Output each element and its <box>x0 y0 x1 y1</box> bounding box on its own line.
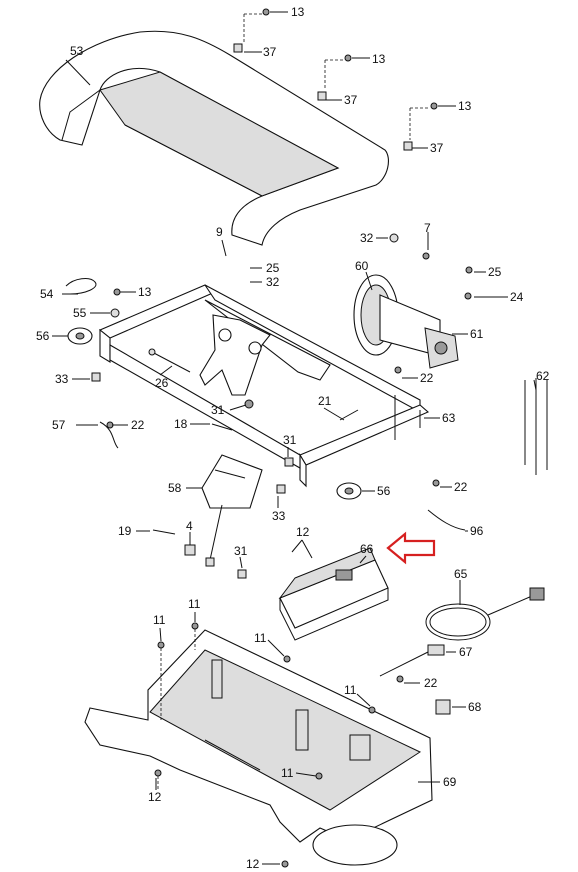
power-cord-part-65 <box>425 587 545 641</box>
leader-lines <box>52 11 537 865</box>
callout-label: 22 <box>131 418 145 432</box>
callout-label: 37 <box>344 93 358 107</box>
callout-label: 25 <box>266 261 280 275</box>
callout-label: 32 <box>360 231 374 245</box>
callout-label: 19 <box>118 524 132 538</box>
callout-label: 11 <box>344 683 357 697</box>
callout-label: 24 <box>510 290 524 304</box>
hood-fasteners <box>233 8 438 151</box>
callout-label: 58 <box>168 481 182 495</box>
callout-label: 31 <box>211 403 225 417</box>
callout-label: 32 <box>266 275 280 289</box>
motor-part-60 <box>353 233 473 369</box>
callout-label: 4 <box>186 519 193 533</box>
callout-label: 61 <box>470 327 484 341</box>
hood-part-53 <box>39 30 389 246</box>
callout-label: 13 <box>291 5 305 19</box>
callout-label: 13 <box>458 99 472 113</box>
straps-part-62 <box>524 378 548 475</box>
callout-label: 13 <box>138 285 152 299</box>
callout-label: 21 <box>318 394 332 408</box>
callout-label: 12 <box>296 525 310 539</box>
callout-label: 11 <box>281 766 294 780</box>
callout-label: 62 <box>536 369 550 383</box>
callout-label: 57 <box>52 418 66 432</box>
base-fasteners <box>154 622 376 868</box>
callout-label: 96 <box>470 524 484 538</box>
base-part-69 <box>84 629 433 866</box>
wires <box>99 421 466 531</box>
callout-label: 31 <box>234 544 248 558</box>
callout-label: 11 <box>254 631 267 645</box>
controller-part-66 <box>278 547 389 641</box>
frame-part-63 <box>98 284 430 488</box>
rods <box>148 348 359 421</box>
callout-label: 33 <box>272 509 286 523</box>
callout-label: 11 <box>153 613 166 627</box>
callout-label: 7 <box>424 221 431 235</box>
callout-label: 68 <box>468 700 482 714</box>
callout-label: 31 <box>283 433 297 447</box>
callout-label: 37 <box>430 141 444 155</box>
callout-label: 33 <box>55 372 69 386</box>
cable-part-67 <box>379 644 451 715</box>
callout-label: 55 <box>73 306 87 320</box>
callout-label: 37 <box>263 45 277 59</box>
callout-label: 22 <box>454 480 468 494</box>
callout-label: 11 <box>188 597 201 611</box>
callout-label: 63 <box>442 411 456 425</box>
callout-label: 12 <box>246 857 260 871</box>
callout-label: 66 <box>360 542 374 556</box>
callout-label: 22 <box>420 371 434 385</box>
callout-label: 25 <box>488 265 502 279</box>
wire-part-54 <box>65 278 97 295</box>
callout-label: 26 <box>155 376 169 390</box>
callout-label: 9 <box>216 225 223 239</box>
callout-label: 69 <box>443 775 457 789</box>
callout-label: 18 <box>174 417 188 431</box>
callout-labels: 13 37 53 13 37 13 37 9 25 32 7 32 60 25 … <box>36 5 550 871</box>
callout-label: 12 <box>148 790 162 804</box>
callout-label: 65 <box>454 567 468 581</box>
callout-label: 13 <box>372 52 386 66</box>
callout-label: 53 <box>70 44 84 58</box>
callout-label: 60 <box>355 259 369 273</box>
callout-label: 54 <box>40 287 54 301</box>
highlight-arrow <box>386 531 436 565</box>
callout-label: 56 <box>377 484 391 498</box>
callout-label: 67 <box>459 645 473 659</box>
callout-label: 22 <box>424 676 438 690</box>
rollers-part-56 <box>67 327 362 500</box>
incline-bracket <box>199 314 271 396</box>
callout-label: 56 <box>36 329 50 343</box>
incline-motor-part-58 <box>184 454 263 567</box>
